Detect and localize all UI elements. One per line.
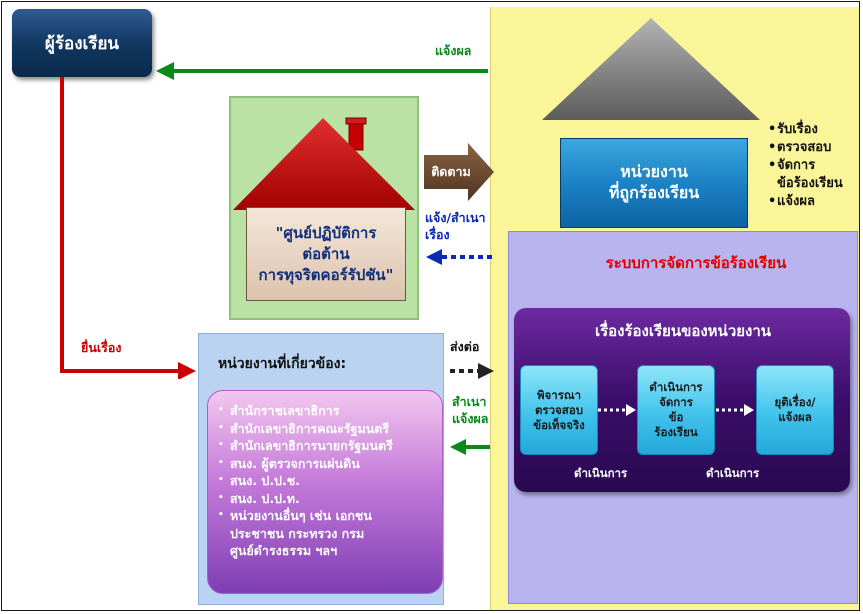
notify-result-arrow bbox=[156, 62, 488, 80]
forward-label: ส่งต่อ bbox=[450, 339, 480, 354]
related-agencies-list-box bbox=[207, 390, 443, 594]
submit-complaint-label: ยื่นเรื่อง bbox=[81, 340, 122, 355]
complaint-system-title: ระบบการจัดการข้อร้องเรียน bbox=[605, 254, 787, 272]
step-label-1: ดำเนินการ bbox=[574, 466, 628, 480]
task-item: ข้อร้องเรียน bbox=[777, 176, 843, 191]
task-item: •ตรวจสอบ bbox=[768, 140, 832, 155]
agency-title-line1: หน่วยงาน bbox=[620, 162, 688, 182]
task-item: •จัดการ bbox=[768, 158, 816, 173]
notify-result-label: แจ้งผล bbox=[435, 43, 472, 58]
agency-title-line2: ที่ถูกร้องเรียน bbox=[608, 183, 700, 202]
list-item-continuation: ประชาชน กระทรวง กรม bbox=[230, 525, 365, 541]
step-investigate: พิจารณา ตรวจสอบ ข้อเท็จจริง bbox=[520, 365, 598, 455]
list-item: •สำนักราชเลขาธิการ bbox=[218, 403, 340, 418]
list-item-continuation: ศูนย์ดำรงธรรม ฯลฯ bbox=[230, 543, 338, 558]
follow-up-label: ติดตาม bbox=[431, 164, 471, 179]
center-roof bbox=[233, 117, 415, 210]
task-item: •รับเรื่อง bbox=[768, 122, 818, 137]
list-item: •สำนักเลขาธิการคณะรัฐมนตรี bbox=[218, 420, 390, 436]
related-agencies-title: หน่วยงานที่เกี่ยวข้อง: bbox=[218, 356, 347, 372]
anti-corruption-center-sign: "ศูนย์ปฏิบัติการ ต่อต้าน การทุจริตคอร์รั… bbox=[246, 207, 406, 301]
complainant-box: ผู้ร้องเรียน bbox=[12, 9, 152, 77]
related-agencies-list: •สำนักราชเลขาธิการ •สำนักเลขาธิการคณะรัฐ… bbox=[212, 402, 440, 560]
list-item: •สำนักเลขาธิการนายกรัฐมนตรี bbox=[218, 438, 393, 453]
list-item: •สนง. ป.ป.ช. bbox=[218, 473, 300, 488]
follow-up-arrow bbox=[424, 143, 494, 201]
list-item: •สนง. ป.ป.ท. bbox=[218, 490, 300, 506]
forward-arrow bbox=[450, 363, 494, 379]
complainant-label: ผู้ร้องเรียน bbox=[44, 33, 120, 54]
agency-complaints-title: เรื่องร้องเรียนของหน่วยงาน bbox=[594, 322, 772, 340]
copy-notify-label: สำเนา แจ้งผล bbox=[452, 394, 489, 426]
list-item: •สนง. ผู้ตรวจการแผ่นดิน bbox=[218, 455, 360, 471]
notify-copy-arrow bbox=[426, 249, 492, 265]
step-handle: ดำเนินการ จัดการ ข้อ ร้องเรียน bbox=[637, 365, 715, 455]
step-arrow-2 bbox=[716, 404, 754, 416]
step-arrow-1 bbox=[598, 404, 636, 416]
notify-copy-label: แจ้ง/สำเนา เรื่อง bbox=[425, 210, 486, 242]
task-item: •แจ้งผล bbox=[768, 194, 815, 209]
agency-task-list: •รับเรื่อง •ตรวจสอบ •จัดการ ข้อร้องเรียน… bbox=[768, 121, 858, 211]
list-item: •หน่วยงานอื่นๆ เช่น เอกชน bbox=[218, 508, 372, 523]
accused-agency-box: หน่วยงาน ที่ถูกร้องเรียน bbox=[560, 138, 748, 228]
submit-complaint-arrow bbox=[60, 77, 196, 379]
step-label-2: ดำเนินการ bbox=[706, 466, 760, 480]
step-close: ยุติเรื่อง/ แจ้งผล bbox=[756, 365, 834, 455]
agency-roof bbox=[542, 18, 760, 120]
copy-notify-arrow bbox=[450, 439, 490, 455]
